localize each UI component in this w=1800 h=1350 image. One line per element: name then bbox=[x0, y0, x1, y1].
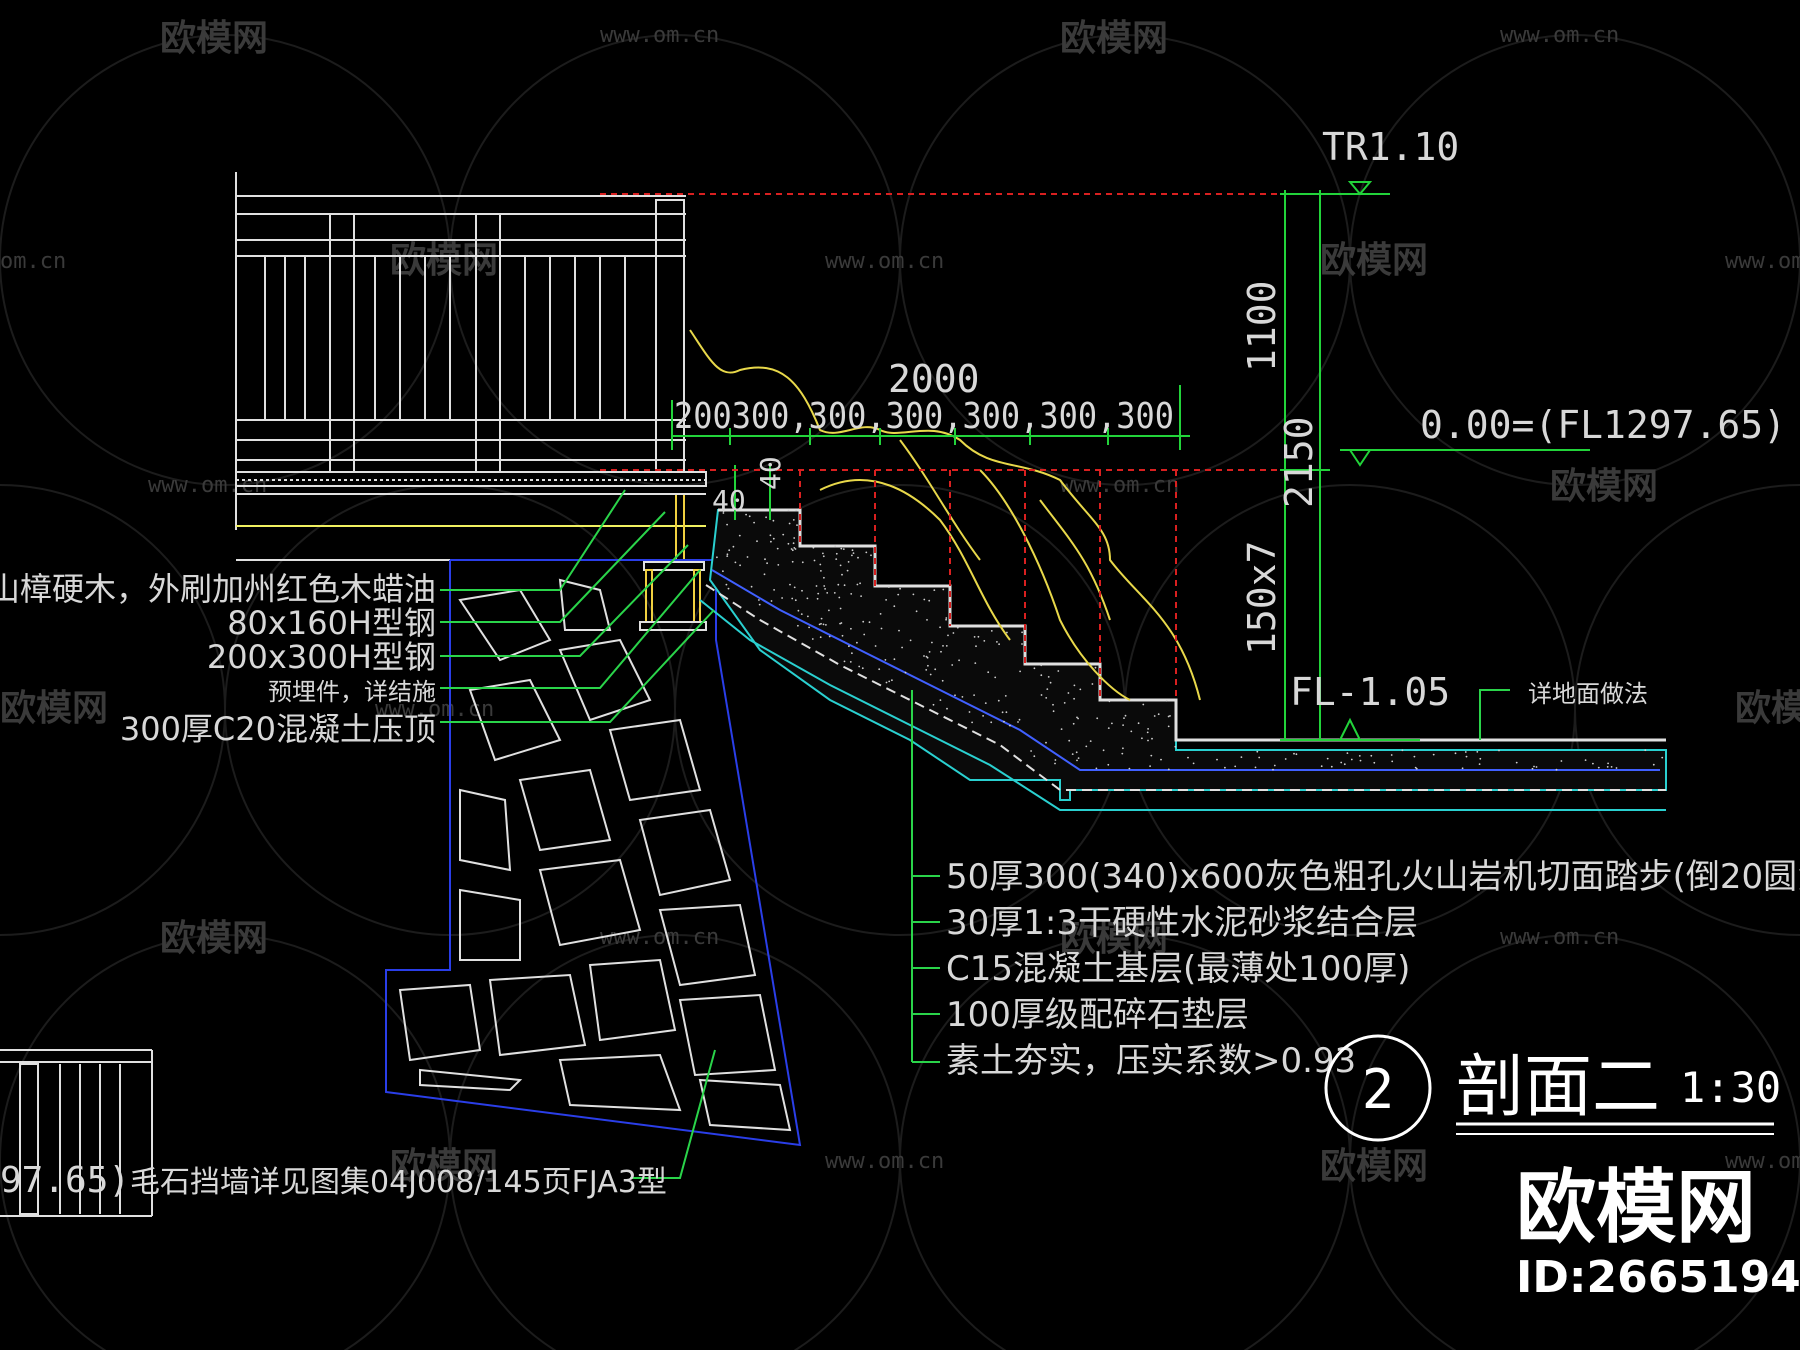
watermark-brand: 欧模网 bbox=[1060, 18, 1168, 59]
left-notes: 50厚150宽防腐山樟硬木，外刷加州红色木蜡油 80x160H型钢 200x30… bbox=[0, 570, 436, 748]
note-h-steel-small: 80x160H型钢 bbox=[227, 604, 436, 642]
dim-rail-height-label: 1100 bbox=[1240, 280, 1284, 372]
watermark-texts: 欧模网 欧模网 欧模网 欧模网 欧模网 欧模网 欧模网 欧模网 欧模网 欧模网 … bbox=[0, 18, 1800, 1187]
title-block: 2 剖面二 1:30 bbox=[1324, 1034, 1781, 1142]
watermark-brand: 欧模网 bbox=[160, 918, 268, 959]
hidden-lines bbox=[600, 193, 1280, 700]
note-coping: 300厚C20混凝土压顶 bbox=[120, 710, 436, 748]
note-wall: 毛石挡墙详见图集04J008/145页FJA3型 bbox=[130, 1165, 667, 1200]
dim-small-b-label: 40 bbox=[712, 484, 746, 517]
note-deck: 50厚150宽防腐山樟硬木，外刷加州红色木蜡油 bbox=[0, 570, 436, 608]
stair-fill-dots bbox=[716, 509, 1664, 771]
watermark-url: www.om.cn bbox=[825, 249, 944, 274]
level-markers bbox=[1285, 181, 1590, 741]
dimension-labels: 2000 200300,300,300,300,300,300 1100 215… bbox=[674, 280, 1321, 655]
railing bbox=[235, 172, 707, 561]
dim-segments-label: 200300,300,300,300,300,300 bbox=[674, 396, 1174, 437]
watermark-url: www.om.cn bbox=[600, 23, 719, 48]
watermark-brand: 欧模网 bbox=[0, 688, 108, 729]
watermark-url: www.om.cn bbox=[1725, 249, 1800, 274]
watermark-brand: 欧模网 bbox=[1060, 918, 1168, 959]
watermark-url: www.om.cn bbox=[1500, 925, 1619, 950]
drawing-title: 剖面二 bbox=[1456, 1048, 1660, 1127]
section-number-circle bbox=[1324, 1034, 1432, 1142]
dim-overall-label: 2000 bbox=[888, 357, 980, 401]
drawing-scale: 1:30 bbox=[1680, 1063, 1781, 1112]
brand-watermark: 欧模网 ID:2665194 bbox=[1516, 1161, 1800, 1303]
note-mortar: 30厚1:3干硬性水泥砂浆结合层 bbox=[946, 903, 1418, 943]
watermark-urls: www.om.cn www.om.cn om.cn www.om.cn www.… bbox=[0, 23, 1800, 1174]
rockery bbox=[689, 329, 1201, 701]
rubble-pattern bbox=[398, 578, 792, 1132]
dim-steps-label: 150x7 bbox=[1240, 541, 1284, 655]
watermark-url: om.cn bbox=[0, 249, 66, 274]
h-steel bbox=[639, 495, 707, 631]
level-labels: TR1.10 0.00=(FL1297.65) FL-1.05 bbox=[1290, 125, 1786, 714]
note-ground: 详地面做法 bbox=[1528, 680, 1648, 708]
step-notes: 50厚300(340)x600灰色粗孔火山岩机切面踏步(倒20圆角) 30厚1:… bbox=[946, 857, 1800, 1081]
watermark-brand: 欧模网 bbox=[390, 240, 498, 281]
brand-id: ID:2665194 bbox=[1516, 1252, 1800, 1303]
retaining-wall bbox=[385, 559, 802, 1147]
watermark-brand: 欧模网 bbox=[390, 1146, 498, 1187]
level-bottom-label: FL-1.05 bbox=[1290, 670, 1450, 714]
partial-detail bbox=[0, 1049, 153, 1217]
note-tread: 50厚300(340)x600灰色粗孔火山岩机切面踏步(倒20圆角) bbox=[946, 857, 1800, 897]
brand-logo-text: 欧模网 bbox=[1516, 1161, 1756, 1254]
note-partial-ref: 97.65) bbox=[0, 1160, 130, 1201]
note-h-steel-large: 200x300H型钢 bbox=[207, 638, 436, 676]
leaders-right bbox=[630, 689, 1510, 1179]
watermark-brand: 欧模网 bbox=[1735, 688, 1800, 729]
watermark-url: www.om.cn bbox=[1060, 473, 1179, 498]
dimension-lines bbox=[671, 190, 1330, 741]
stairs bbox=[699, 508, 1667, 811]
dim-total-height-label: 2150 bbox=[1277, 416, 1321, 508]
note-soil: 素土夯实，压实系数>0.93 bbox=[946, 1041, 1356, 1081]
dim-small-a-label: 40 bbox=[754, 456, 787, 490]
watermark-brand: 欧模网 bbox=[1320, 240, 1428, 281]
section-number: 2 bbox=[1362, 1058, 1395, 1121]
note-concrete-base: C15混凝土基层(最薄处100厚) bbox=[946, 949, 1410, 989]
misc-notes: 详地面做法 毛石挡墙详见图集04J008/145页FJA3型 97.65) bbox=[0, 680, 1648, 1201]
watermark-brand: 欧模网 bbox=[1320, 1146, 1428, 1187]
watermark-brand: 欧模网 bbox=[160, 18, 268, 59]
watermark-url: www.om.cn bbox=[1725, 1149, 1800, 1174]
note-gravel: 100厚级配碎石垫层 bbox=[946, 995, 1249, 1035]
watermark-url: www.om.cn bbox=[825, 1149, 944, 1174]
watermark-brand: 欧模网 bbox=[1550, 466, 1658, 507]
watermark-url: www.om.cn bbox=[1500, 23, 1619, 48]
level-top-label: TR1.10 bbox=[1322, 125, 1459, 169]
note-embedded: 预埋件，详结施 bbox=[268, 678, 436, 706]
level-ground-label: 0.00=(FL1297.65) bbox=[1420, 403, 1786, 447]
leaders-left bbox=[440, 489, 715, 723]
watermark-url: www.om.cn bbox=[600, 925, 719, 950]
